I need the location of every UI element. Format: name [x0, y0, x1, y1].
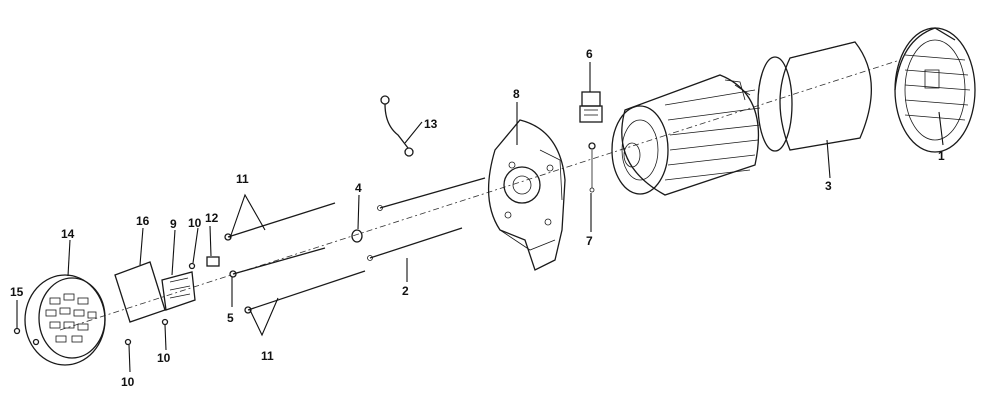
part-washer	[351, 229, 363, 243]
part-small-screw	[588, 142, 596, 193]
callout-labels: 1 2 3 4 5 6 7 8 9 10 10 10 11 11 12 13 1…	[10, 47, 945, 389]
callout-9: 9	[170, 217, 177, 231]
callout-16: 16	[136, 214, 150, 228]
callout-11-top: 11	[236, 172, 249, 186]
part-frame-bracket	[487, 119, 566, 271]
assembly-axis	[59, 59, 901, 331]
callout-14: 14	[61, 227, 75, 241]
part-through-bolts	[367, 177, 486, 261]
callout-10-top: 10	[188, 216, 202, 230]
part-brush-assembly	[161, 271, 196, 311]
part-stator-rotor-assembly	[611, 74, 761, 196]
part-ground-wire	[380, 95, 414, 157]
callout-5: 5	[227, 311, 234, 325]
callout-6: 6	[586, 47, 593, 61]
part-screws-15	[13, 327, 40, 346]
callout-8: 8	[513, 87, 520, 101]
part-cylinder-cover	[757, 41, 873, 152]
callout-12: 12	[205, 211, 219, 225]
part-bolts-left	[224, 202, 366, 314]
callout-1: 1	[938, 149, 945, 163]
callout-13: 13	[424, 117, 438, 131]
callout-10-middle: 10	[157, 351, 171, 365]
callout-3: 3	[825, 179, 832, 193]
callout-4: 4	[355, 181, 362, 195]
callout-11-bottom: 11	[261, 349, 274, 363]
part-end-bell-housing	[894, 27, 976, 153]
callout-2: 2	[402, 284, 409, 298]
callout-10-bottom: 10	[121, 375, 135, 389]
callout-15: 15	[10, 285, 24, 299]
part-connector	[206, 256, 220, 267]
part-regulator	[579, 91, 603, 123]
part-end-cover	[24, 274, 106, 366]
leader-lines	[16, 62, 944, 373]
part-screws-10	[124, 262, 196, 346]
part-bracket-plate	[114, 261, 166, 323]
callout-7: 7	[586, 234, 593, 248]
